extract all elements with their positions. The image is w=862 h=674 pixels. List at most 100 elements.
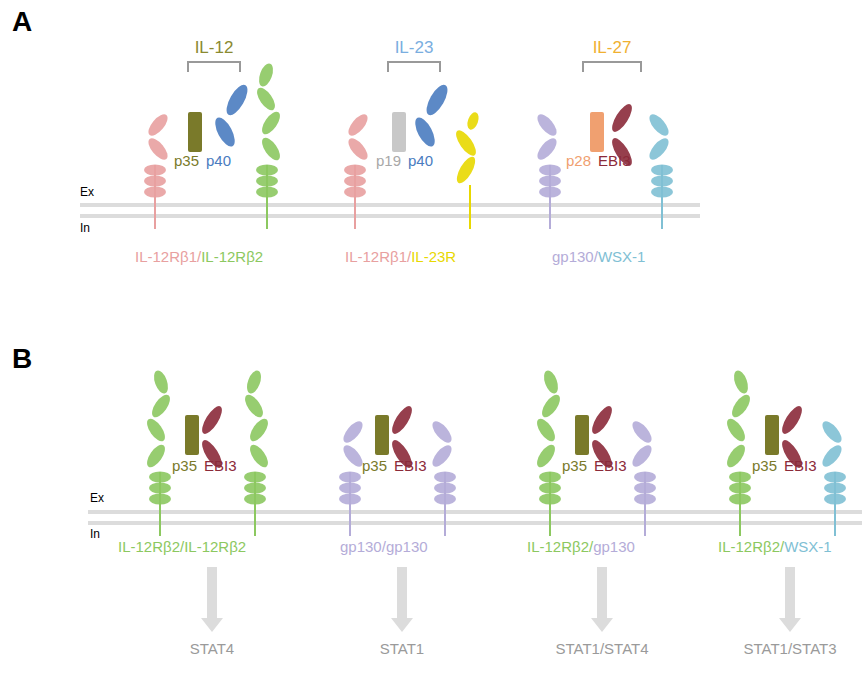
domain-ellipse	[539, 494, 561, 505]
label-text: IL-23R	[411, 248, 456, 265]
domain-ellipse	[731, 369, 750, 396]
label-text: In	[80, 222, 90, 236]
domain-ellipse	[651, 187, 673, 198]
domain-ellipse	[724, 416, 749, 444]
domain-ellipse	[588, 403, 615, 436]
domain-ellipse	[646, 135, 672, 163]
domain-ellipse	[144, 442, 169, 470]
domain-ellipse	[729, 392, 754, 420]
domain-ellipse	[651, 165, 673, 176]
label-text: B	[12, 343, 32, 375]
bracket	[583, 62, 641, 72]
bracket	[188, 62, 240, 72]
subunit-box	[590, 112, 604, 152]
domain-ellipse	[149, 472, 171, 483]
membrane-line	[80, 214, 700, 218]
domain-ellipse	[434, 483, 456, 494]
domain-ellipse	[634, 472, 656, 483]
domain-ellipse	[824, 494, 846, 505]
domain-ellipse	[539, 472, 561, 483]
label-text: A	[12, 6, 32, 38]
label-text: gp130	[552, 248, 594, 265]
domain-ellipse	[541, 369, 560, 396]
domain-ellipse	[453, 154, 478, 186]
domain-ellipse	[151, 369, 170, 396]
signal-arrow	[201, 567, 223, 632]
label-text: STAT1/STAT4	[555, 640, 648, 657]
label-text: IL-12	[195, 38, 234, 58]
domain-ellipse	[608, 101, 635, 134]
domain-ellipse	[211, 115, 238, 150]
domain-ellipse	[244, 369, 263, 396]
domain-ellipse	[824, 472, 846, 483]
domain-ellipse	[778, 403, 805, 436]
domain-ellipse	[629, 418, 655, 446]
label-text: Ex	[80, 186, 94, 200]
domain-ellipse	[634, 494, 656, 505]
domain-ellipse	[534, 416, 559, 444]
receptor-stalk	[469, 185, 471, 229]
domain-ellipse	[256, 165, 278, 176]
domain-ellipse	[242, 392, 267, 420]
domain-ellipse	[539, 187, 561, 198]
domain-ellipse	[729, 494, 751, 505]
domain-ellipse	[145, 111, 171, 139]
signal-arrow	[779, 567, 801, 632]
label-text: IL-12Rβ1	[345, 248, 407, 265]
label-text: p40	[206, 152, 231, 169]
domain-ellipse	[256, 176, 278, 187]
label-text: In	[90, 528, 100, 542]
domain-ellipse	[345, 111, 371, 139]
subunit-box	[575, 415, 589, 455]
membrane-line	[80, 203, 700, 207]
label-text: Ex	[90, 492, 104, 506]
label-text: IL-12Rβ2	[118, 538, 180, 555]
domain-ellipse	[345, 135, 371, 163]
subunit-box	[765, 415, 779, 455]
domain-ellipse	[344, 187, 366, 198]
domain-ellipse	[539, 176, 561, 187]
domain-ellipse	[149, 392, 174, 420]
signal-arrow	[391, 567, 413, 632]
label-text: gp130	[340, 538, 382, 555]
label-text: /	[780, 538, 784, 555]
bracket	[388, 62, 440, 72]
domain-ellipse	[259, 109, 284, 137]
label-text: STAT1	[380, 640, 424, 657]
label-text: EBI3	[598, 152, 631, 169]
label-text: gp130	[386, 538, 428, 555]
label-text: /	[407, 248, 411, 265]
domain-ellipse	[819, 418, 845, 446]
label-text: IL-12Rβ1	[135, 248, 197, 265]
domain-ellipse	[254, 85, 279, 113]
domain-ellipse	[198, 403, 225, 436]
domain-ellipse	[247, 416, 272, 444]
label-text: p35	[362, 457, 387, 474]
domain-ellipse	[724, 442, 749, 470]
domain-ellipse	[344, 165, 366, 176]
domain-ellipse	[465, 111, 481, 131]
label-text: STAT1/STAT3	[743, 640, 836, 657]
label-text: p35	[174, 152, 199, 169]
domain-ellipse	[646, 111, 672, 139]
domain-ellipse	[729, 483, 751, 494]
domain-ellipse	[244, 494, 266, 505]
domain-ellipse	[629, 442, 655, 470]
label-text: /	[594, 248, 598, 265]
label-text: p35	[172, 457, 197, 474]
label-text: WSX-1	[784, 538, 832, 555]
subunit-box	[375, 415, 389, 455]
domain-ellipse	[434, 472, 456, 483]
domain-ellipse	[651, 176, 673, 187]
domain-ellipse	[422, 82, 451, 118]
domain-ellipse	[344, 176, 366, 187]
membrane-line	[88, 510, 862, 514]
domain-ellipse	[149, 494, 171, 505]
label-text: IL-12Rβ2	[718, 538, 780, 555]
label-text: /	[589, 538, 593, 555]
label-text: p40	[408, 152, 433, 169]
label-text: p35	[752, 457, 777, 474]
label-text: EBI3	[394, 457, 427, 474]
domain-ellipse	[452, 127, 479, 158]
